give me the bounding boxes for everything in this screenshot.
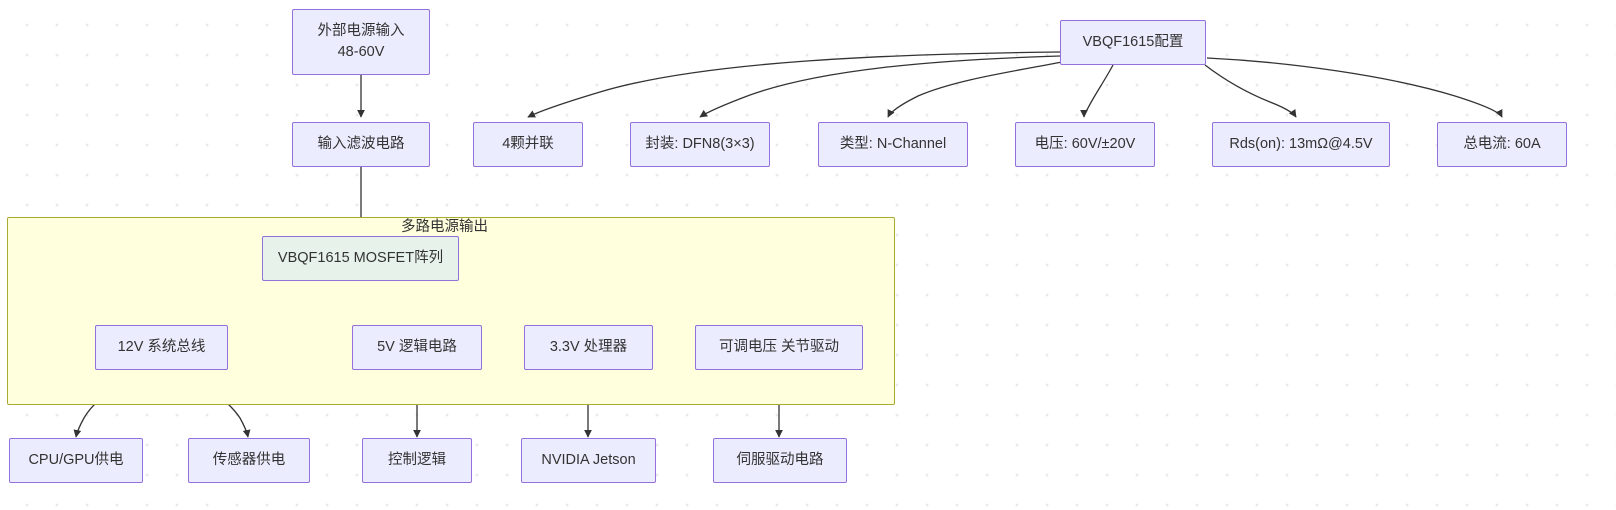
edge-config-to-parallel: [527, 51, 1061, 118]
node-mosfet-array[interactable]: VBQF1615 MOSFET阵列: [262, 236, 459, 281]
edge-config-to-type: [887, 61, 1063, 118]
node-config-package[interactable]: 封装: DFN8(3×3): [630, 122, 770, 167]
node-config-parallel[interactable]: 4颗并联: [473, 122, 583, 167]
edge-config-to-rdson: [1204, 64, 1297, 118]
edge-config-to-current: [1206, 57, 1503, 118]
node-load-cpu-gpu-power[interactable]: CPU/GPU供电: [9, 438, 143, 483]
edge-config-to-package: [699, 55, 1061, 118]
node-config-type[interactable]: 类型: N-Channel: [818, 122, 968, 167]
node-load-sensor-power[interactable]: 传感器供电: [188, 438, 310, 483]
node-external-power-input[interactable]: 外部电源输入 48-60V: [292, 9, 430, 75]
node-config-voltage[interactable]: 电压: 60V/±20V: [1015, 122, 1155, 167]
node-load-control-logic[interactable]: 控制逻辑: [362, 438, 472, 483]
node-config-total-current[interactable]: 总电流: 60A: [1437, 122, 1567, 167]
node-rail-3v3[interactable]: 3.3V 处理器: [524, 325, 653, 370]
node-input-filter-circuit[interactable]: 输入滤波电路: [292, 122, 430, 167]
node-rail-12v[interactable]: 12V 系统总线: [95, 325, 228, 370]
node-load-servo-driver[interactable]: 伺服驱动电路: [713, 438, 847, 483]
node-rail-5v[interactable]: 5V 逻辑电路: [352, 325, 482, 370]
edge-config-to-voltage: [1080, 64, 1114, 118]
node-vbqf1615-config[interactable]: VBQF1615配置: [1060, 20, 1206, 65]
node-rail-adjustable[interactable]: 可调电压 关节驱动: [695, 325, 863, 370]
node-config-rdson[interactable]: Rds(on): 13mΩ@4.5V: [1212, 122, 1390, 167]
subgraph-label-multi-rail-output: 多路电源输出: [401, 219, 488, 235]
node-load-nvidia-jetson[interactable]: NVIDIA Jetson: [521, 438, 656, 483]
